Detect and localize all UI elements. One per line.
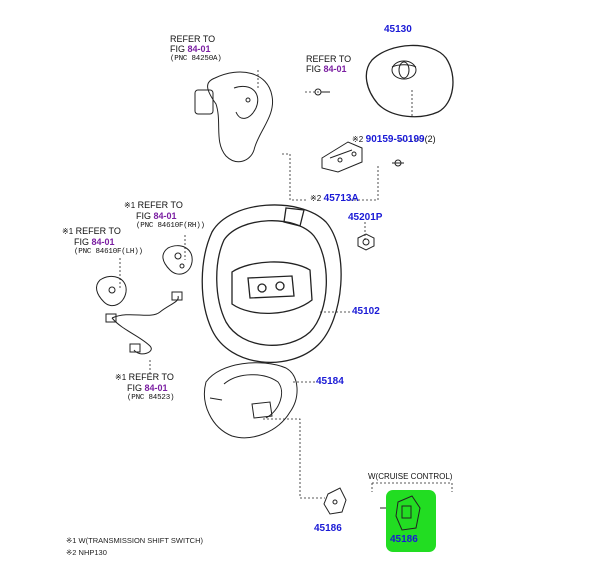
quantity-label: (2) <box>424 134 436 144</box>
part-45713a[interactable]: 45713A <box>323 193 359 204</box>
part-45130[interactable]: 45130 <box>384 24 412 35</box>
footnote-1: ※1 W(TRANSMISSION SHIFT SWITCH) <box>66 536 203 545</box>
nut-45201p <box>357 233 375 251</box>
steering-wheel-45102 <box>201 204 342 364</box>
cruise-control-label: W(CRUISE CONTROL) <box>368 472 453 481</box>
part-90159-50199[interactable]: 90159-50199 <box>365 134 425 145</box>
horn-pad-airbag <box>365 44 454 118</box>
fig-ref-link[interactable]: 84-01 <box>153 211 177 221</box>
refer-to-label: REFER TO <box>306 54 352 64</box>
note-mark: ※1 <box>115 373 127 382</box>
part-45201p[interactable]: 45201P <box>348 212 383 223</box>
fig-ref-link[interactable]: 84-01 <box>144 383 168 393</box>
footnote-2: ※2 NHP130 <box>66 548 107 557</box>
pnc-label: (PNC 84610F(LH)) <box>74 248 143 256</box>
fig-prefix: FIG <box>170 44 188 54</box>
pnc-label: (PNC 84523) <box>127 394 175 402</box>
fig-prefix: FIG <box>306 64 324 74</box>
switch-lh-and-harness <box>96 276 183 355</box>
spiral-cable-cover <box>194 71 330 163</box>
cruise-control-switch <box>395 495 421 531</box>
note-mark: ※2 <box>310 194 322 203</box>
refer-to-84523[interactable]: ※1 REFER TO FIG 84-01 (PNC 84523) <box>115 372 175 403</box>
note-mark: ※1 <box>62 227 74 236</box>
switch-rh <box>162 245 193 275</box>
pnc-label: (PNC 84250A) <box>170 55 222 63</box>
part-45184[interactable]: 45184 <box>316 376 344 387</box>
fig-prefix: FIG <box>127 383 145 393</box>
fig-ref-link[interactable]: 84-01 <box>91 237 115 247</box>
fig-prefix: FIG <box>136 211 154 221</box>
fig-ref-link[interactable]: 84-01 <box>187 44 211 54</box>
refer-to-label: REFER TO <box>128 372 174 382</box>
part-45102[interactable]: 45102 <box>352 306 380 317</box>
refer-to-label: REFER TO <box>170 34 216 44</box>
fig-prefix: FIG <box>74 237 92 247</box>
refer-to-label: REFER TO <box>137 200 183 210</box>
refer-to-84610f-rh[interactable]: ※1 REFER TO FIG 84-01 (PNC 84610F(RH)) <box>124 200 205 231</box>
cover-45186-left <box>323 487 347 515</box>
note-mark: ※2 <box>352 135 364 144</box>
refer-to-top[interactable]: REFER TO FIG 84-01 <box>306 54 351 74</box>
note-mark: ※1 <box>124 201 136 210</box>
part-45713a-row: ※2 45713A <box>310 193 359 204</box>
part-45186-left[interactable]: 45186 <box>314 523 342 534</box>
fig-ref-link[interactable]: 84-01 <box>323 64 347 74</box>
lower-cover-45184 <box>204 362 298 439</box>
bracket-45713a <box>321 141 404 173</box>
part-90159-50199-row: ※2 90159-50199(2) <box>352 134 436 145</box>
refer-to-84250a[interactable]: REFER TO FIG 84-01 (PNC 84250A) <box>170 34 222 64</box>
pnc-label: (PNC 84610F(RH)) <box>136 222 205 230</box>
refer-to-label: REFER TO <box>75 226 121 236</box>
part-45186-highlighted[interactable]: 45186 <box>390 534 418 545</box>
refer-to-84610f-lh[interactable]: ※1 REFER TO FIG 84-01 (PNC 84610F(LH)) <box>62 226 143 257</box>
cruise-control-highlight <box>386 490 436 552</box>
